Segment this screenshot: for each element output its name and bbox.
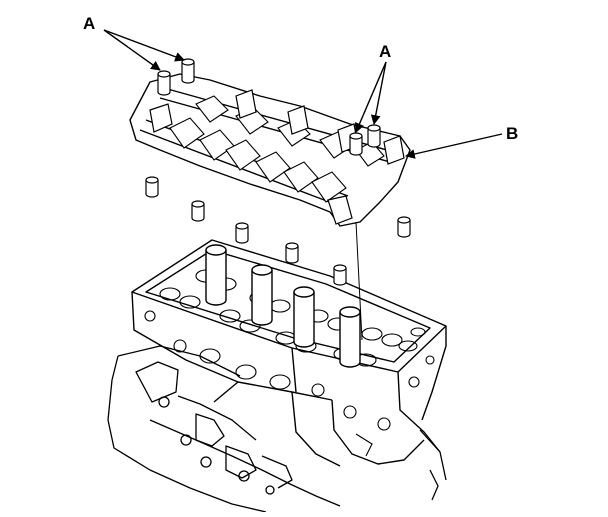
dowel-pin [145, 176, 159, 198]
rocker-bolts [157, 58, 381, 156]
dowel-pin [333, 264, 347, 286]
dowel-pins [145, 176, 411, 286]
callout-a-right: A [379, 42, 392, 61]
dowel-pin [235, 222, 249, 244]
dowel-pin [397, 216, 411, 238]
leader-a-right-2 [370, 61, 387, 125]
callout-a-left: A [83, 14, 96, 33]
engine-block [107, 345, 447, 513]
callout-b: B [506, 124, 519, 143]
leader-a-left-2 [103, 29, 185, 62]
leader-a-right-1 [354, 61, 387, 133]
bolt-a-1 [157, 70, 171, 96]
bolt-a-2 [181, 58, 195, 84]
alignment-line [355, 221, 363, 341]
dowel-pin [191, 200, 205, 222]
head-side-details [144, 310, 435, 457]
leader-a-left-1 [103, 29, 161, 71]
leader-lines [103, 29, 503, 159]
bolt-a-4 [367, 124, 381, 148]
dowel-pin [285, 242, 299, 264]
leader-b [405, 133, 503, 159]
spark-plug-tubes [205, 244, 361, 368]
bolt-a-3 [349, 132, 363, 156]
